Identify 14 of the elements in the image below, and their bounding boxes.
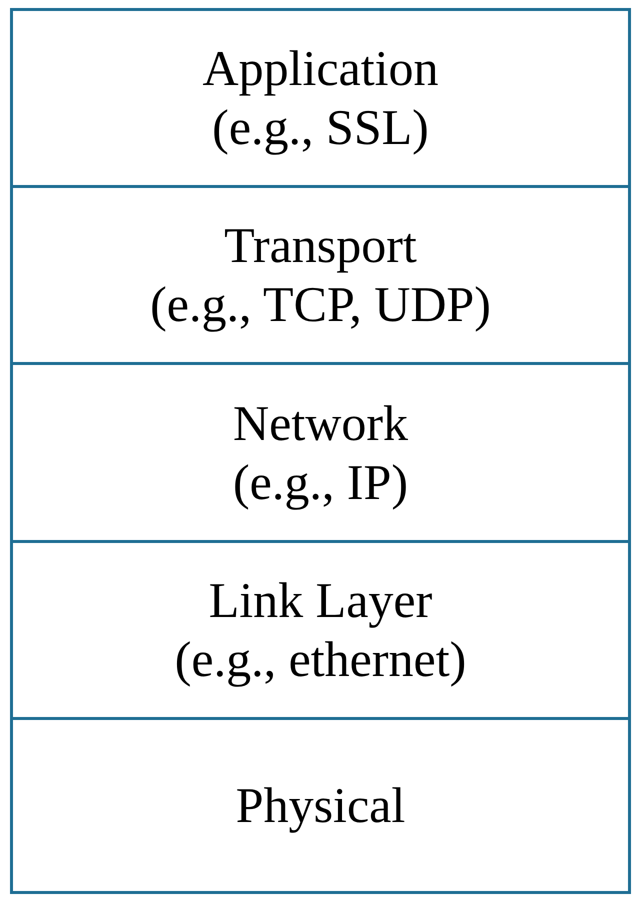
- layer-example: (e.g., IP): [233, 452, 408, 512]
- layer-name: Application: [202, 39, 439, 98]
- layer-box: [10, 717, 631, 894]
- layer-box: [10, 185, 631, 365]
- layer-example: (e.g., TCP, UDP): [150, 275, 491, 334]
- layer-name: Physical: [236, 776, 406, 835]
- layer-box: [10, 362, 631, 543]
- layer-example: (e.g., SSL): [212, 98, 429, 157]
- layer-name: Link Layer: [208, 571, 432, 630]
- layer-box: [10, 8, 631, 188]
- layer-example: (e.g., ethernet): [174, 630, 466, 689]
- layer-name: Transport: [224, 216, 417, 275]
- layer-name: Network: [233, 394, 408, 452]
- layer-box: [10, 540, 631, 720]
